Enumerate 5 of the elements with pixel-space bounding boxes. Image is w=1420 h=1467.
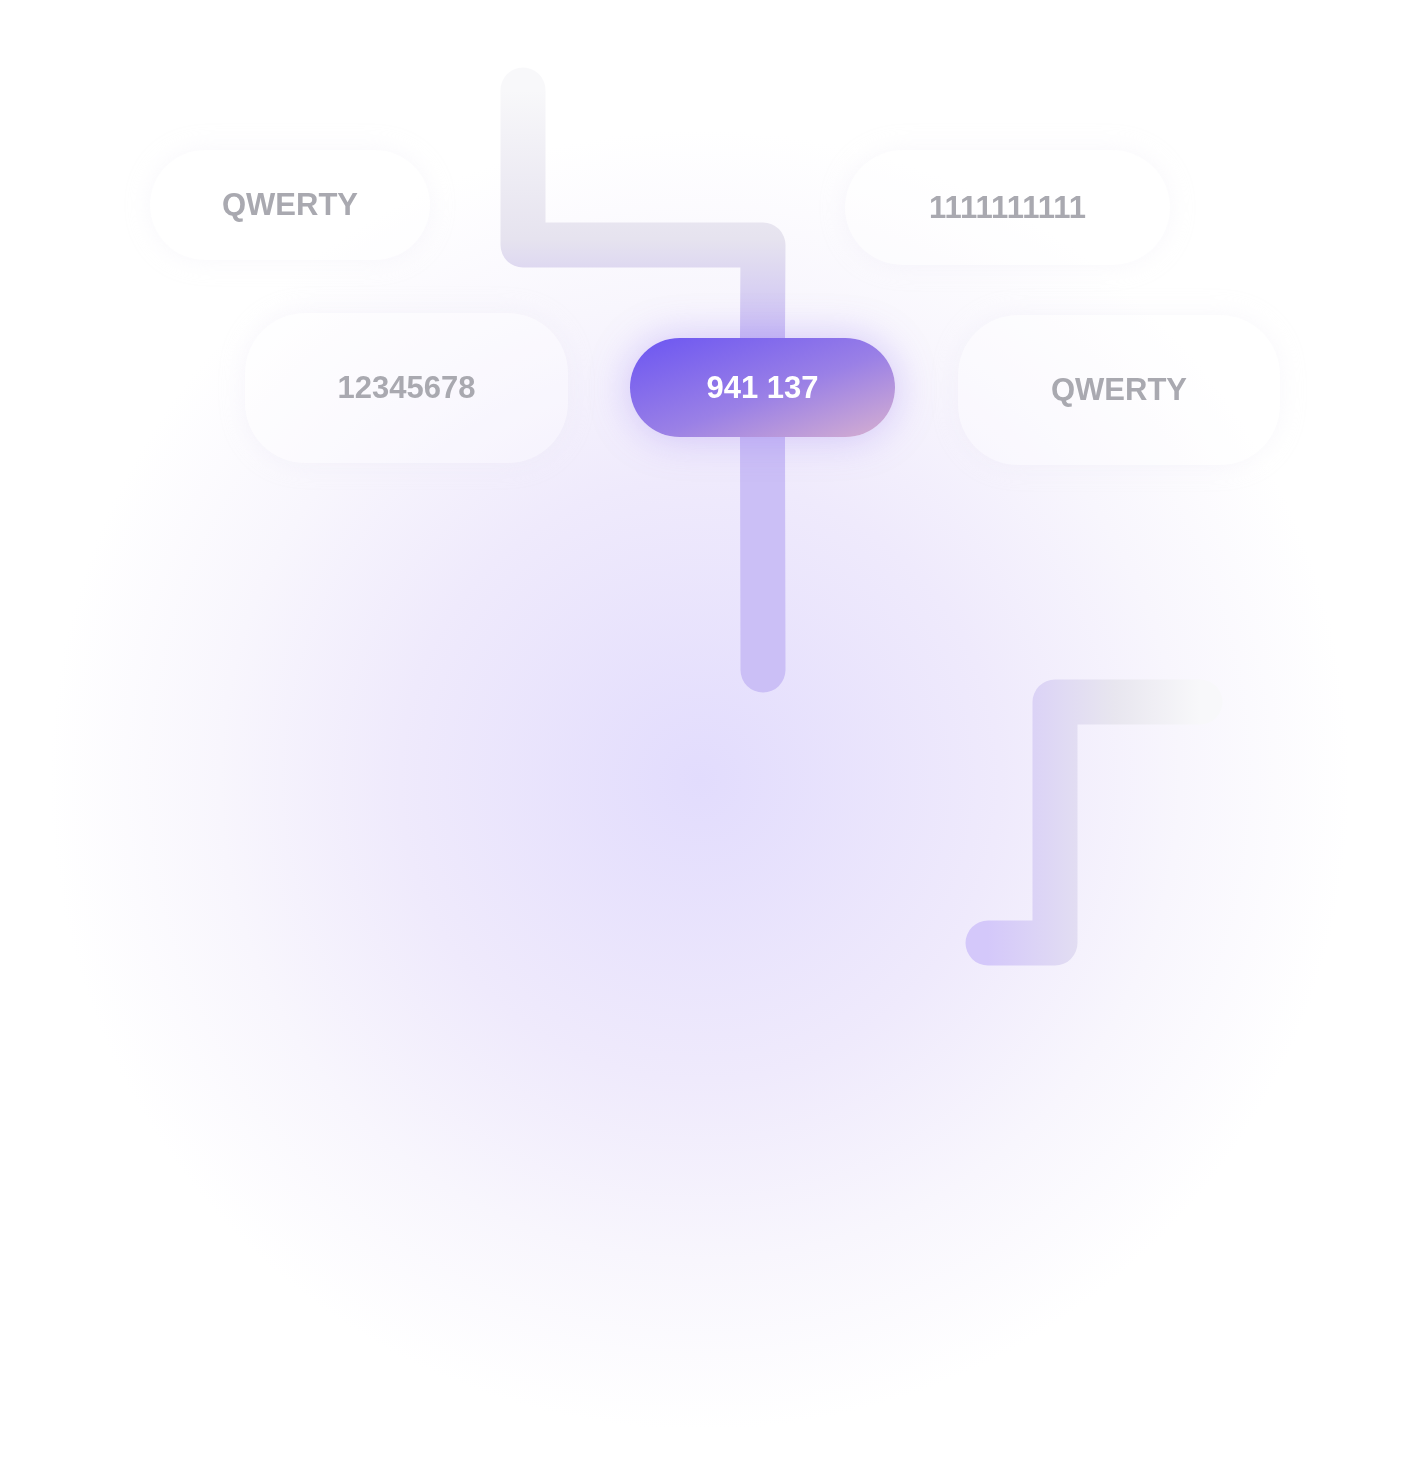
code-text: 941 137 (706, 369, 819, 406)
code-text: 1111111111 (929, 189, 1086, 226)
code-text: QWERTY (221, 187, 359, 223)
code-text: 12345678 (337, 370, 476, 406)
code-text: QWERTY (1050, 372, 1188, 408)
